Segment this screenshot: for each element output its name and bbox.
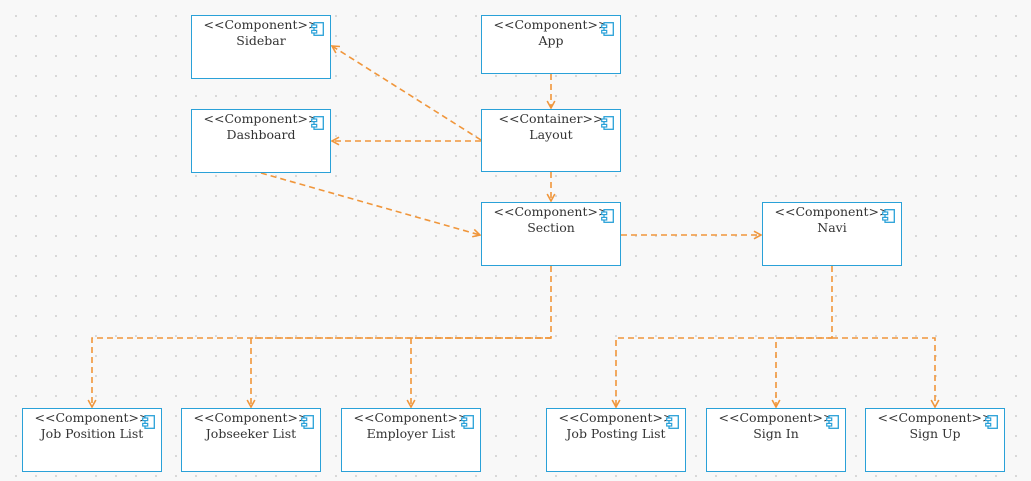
arrowhead <box>406 399 416 409</box>
component-name: Dashboard <box>226 127 296 142</box>
component-icon <box>311 21 324 36</box>
component-icon <box>601 208 614 223</box>
edge-section-to-jobseeker-list <box>246 337 551 409</box>
component-name: Sign Up <box>909 426 961 441</box>
component-icon <box>142 414 155 429</box>
arrowhead <box>472 228 482 238</box>
edge-layout-to-section <box>546 172 556 203</box>
edge-layout-to-sidebar <box>330 45 482 141</box>
stereotype-label: <<Component>> <box>493 204 609 219</box>
component-icon <box>601 21 614 36</box>
stereotype-label: <<Component>> <box>193 410 309 425</box>
arrowhead <box>330 136 340 146</box>
component-employer-list[interactable]: <<Component>>Employer List <box>341 408 481 472</box>
component-job-position-list[interactable]: <<Component>>Job Position List <box>22 408 162 472</box>
component-sidebar[interactable]: <<Component>>Sidebar <box>191 15 331 79</box>
edge-dashboard-to-section <box>260 172 482 238</box>
stereotype-label: <<Component>> <box>774 204 890 219</box>
stereotype-label: <<Component>> <box>353 410 469 425</box>
component-dashboard[interactable]: <<Component>>Dashboard <box>191 109 331 173</box>
component-navi[interactable]: <<Component>>Navi <box>762 202 902 266</box>
stereotype-label: <<Component>> <box>493 17 609 32</box>
stereotype-label: <<Component>> <box>558 410 674 425</box>
component-app[interactable]: <<Component>>App <box>481 15 621 74</box>
arrowhead <box>753 230 763 240</box>
component-name: Jobseeker List <box>205 426 297 441</box>
component-job-posting-list[interactable]: <<Component>>Job Posting List <box>546 408 686 472</box>
component-layout[interactable]: <<Container>>Layout <box>481 109 621 172</box>
component-icon <box>826 414 839 429</box>
component-section[interactable]: <<Component>>Section <box>481 202 621 266</box>
component-name: Section <box>527 220 575 235</box>
arrowhead <box>611 399 621 409</box>
component-icon <box>666 414 679 429</box>
arrowhead <box>87 399 97 409</box>
component-name: Sign In <box>753 426 799 441</box>
component-icon <box>882 208 895 223</box>
component-name: Job Posting List <box>566 426 666 441</box>
arrowhead <box>771 399 781 409</box>
component-name: Navi <box>817 220 847 235</box>
stereotype-label: <<Component>> <box>203 17 319 32</box>
arrowhead <box>546 100 556 110</box>
component-jobseeker-list[interactable]: <<Component>>Jobseeker List <box>181 408 321 472</box>
edge-navi-to-sign-in <box>771 337 832 409</box>
edge-app-to-layout <box>546 74 556 110</box>
component-sign-in[interactable]: <<Component>>Sign In <box>706 408 846 472</box>
arrowhead <box>246 399 256 409</box>
edge-section-to-navi <box>621 230 763 240</box>
stereotype-label: <<Component>> <box>877 410 993 425</box>
stereotype-label: <<Component>> <box>203 111 319 126</box>
edge-section-to-job-position-list <box>87 266 552 409</box>
component-sign-up[interactable]: <<Component>>Sign Up <box>865 408 1005 472</box>
edge-section-to-employer-list <box>406 337 551 409</box>
arrowhead <box>330 45 341 54</box>
component-name: Employer List <box>366 426 456 441</box>
component-icon <box>601 115 614 130</box>
component-name: Layout <box>529 127 573 142</box>
component-name: Sidebar <box>236 33 286 48</box>
component-name: Job Position List <box>40 426 144 441</box>
component-icon <box>301 414 314 429</box>
stereotype-label: <<Component>> <box>34 410 150 425</box>
component-icon <box>311 115 324 130</box>
component-icon <box>985 414 998 429</box>
stereotype-label: <<Container>> <box>498 111 604 126</box>
edge-navi-to-sign-up <box>832 337 940 409</box>
stereotype-label: <<Component>> <box>718 410 834 425</box>
edge-layout-to-dashboard <box>330 136 481 146</box>
edge-navi-to-job-posting-list <box>611 266 833 409</box>
component-icon <box>461 414 474 429</box>
arrowhead <box>930 399 940 409</box>
component-name: App <box>538 33 564 48</box>
arrowhead <box>546 193 556 203</box>
